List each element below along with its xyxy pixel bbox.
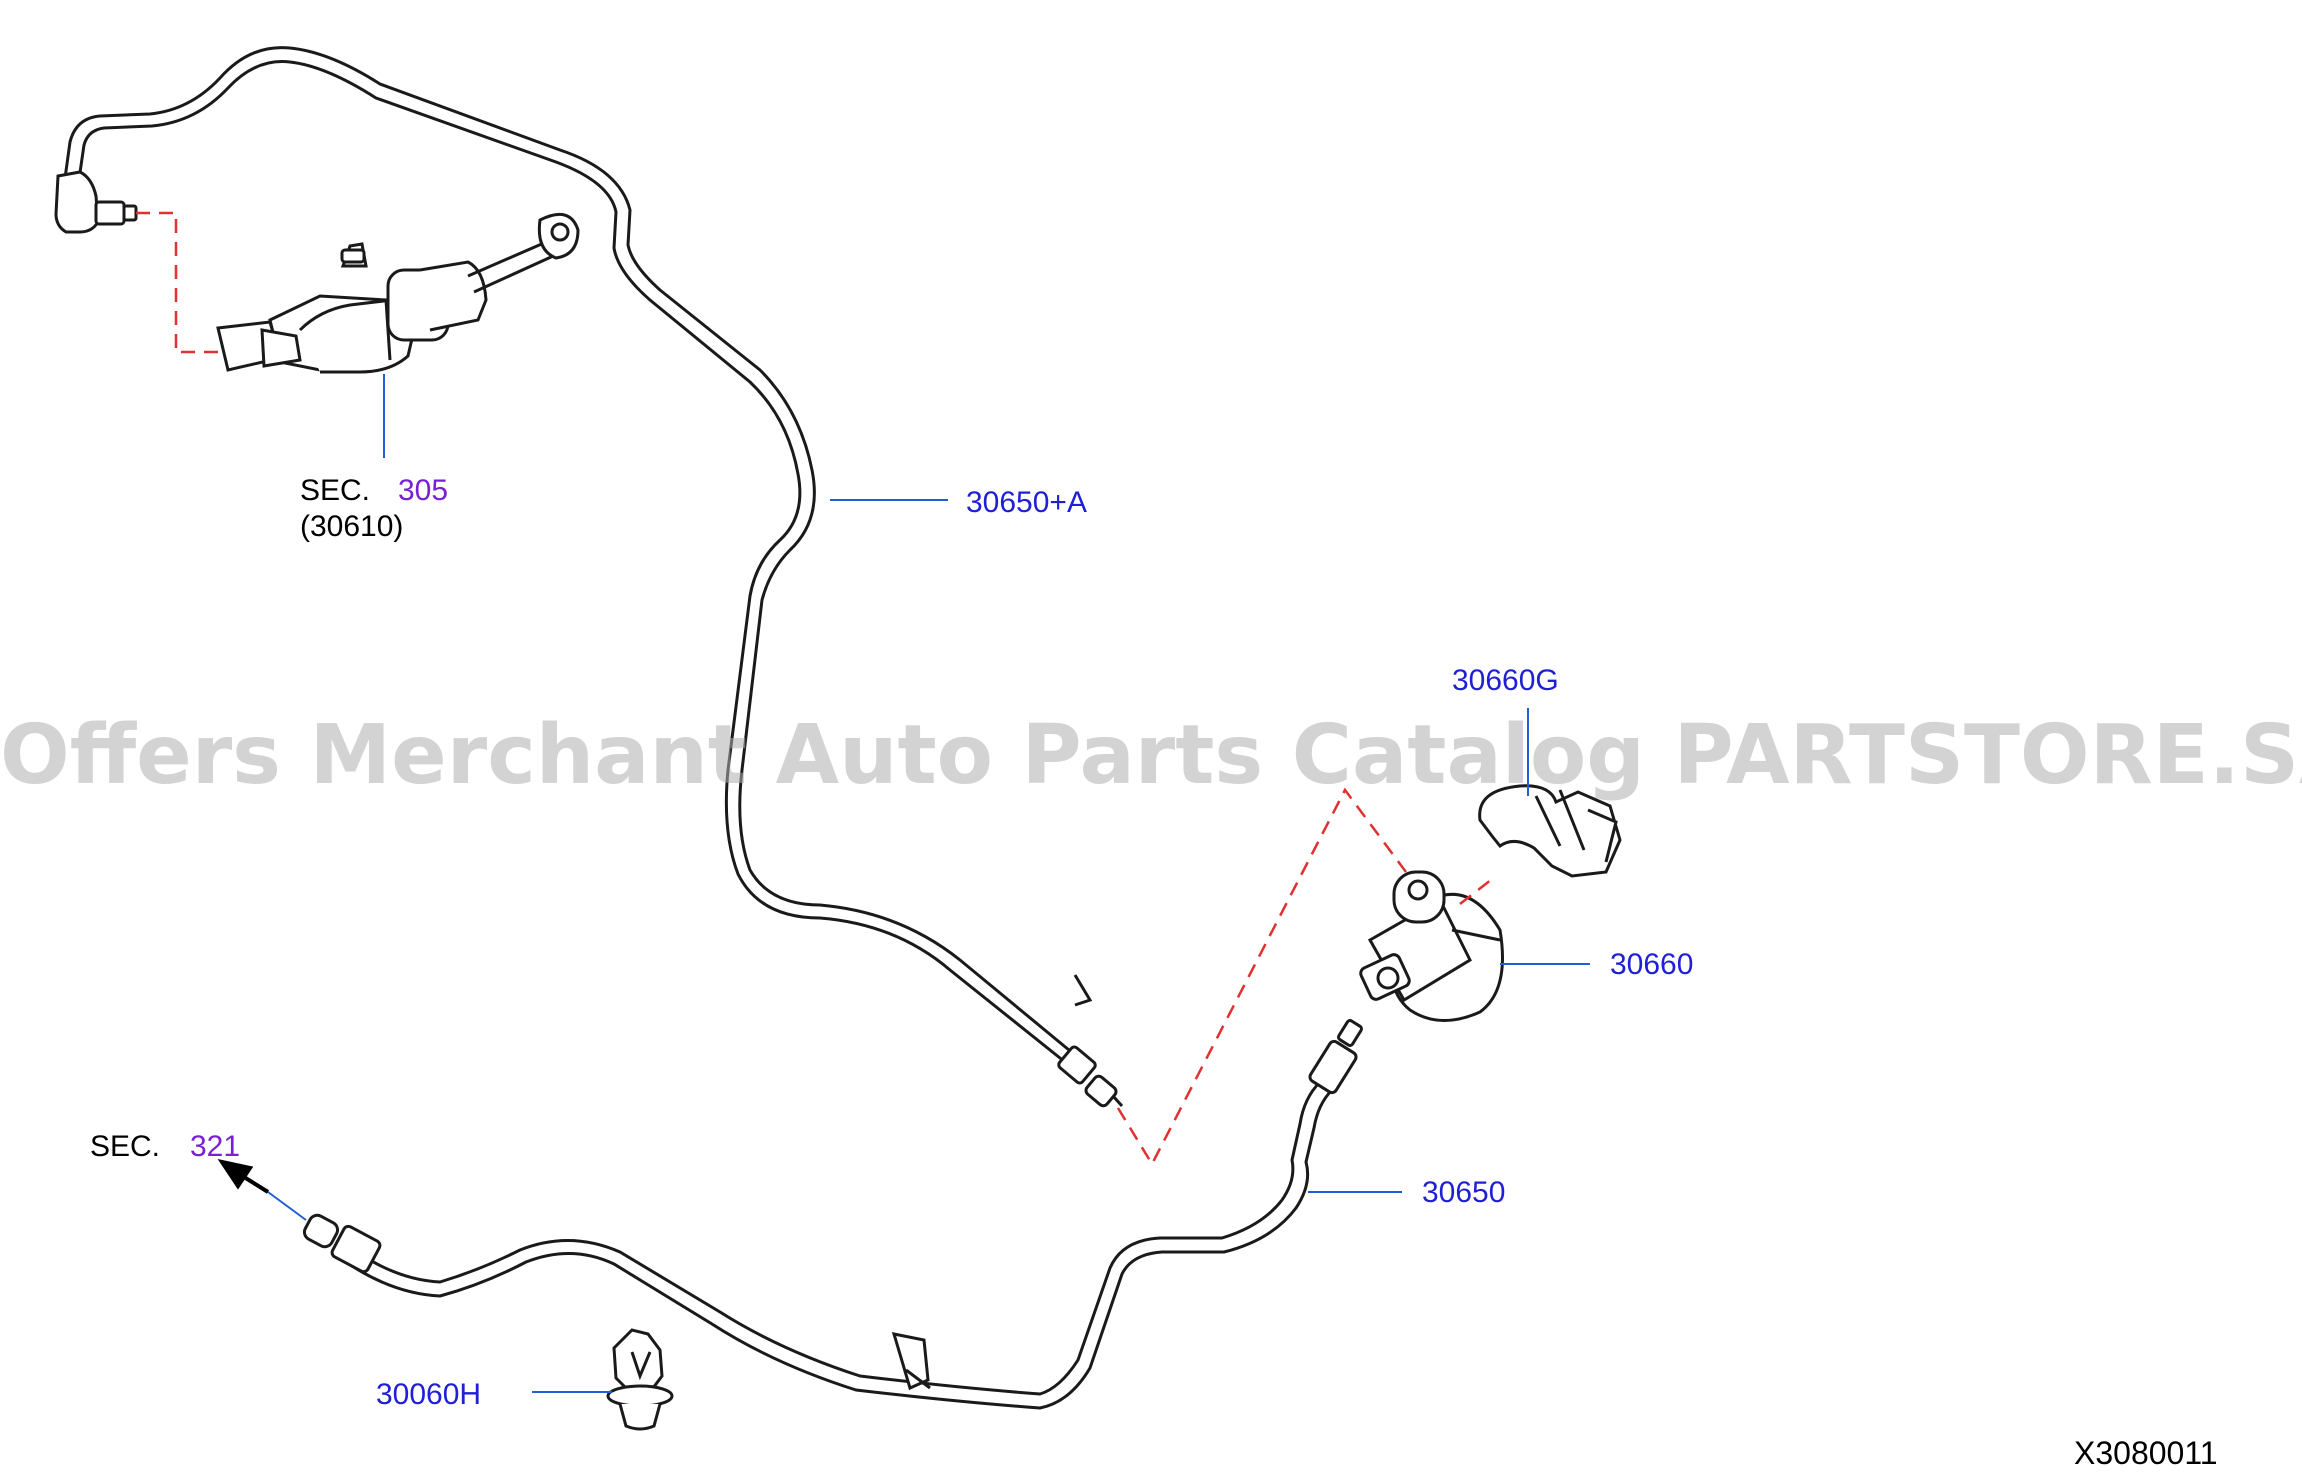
sec-305-link[interactable]: 305 (398, 474, 449, 507)
part-label-30660g[interactable]: 30660G (1452, 664, 1559, 697)
watermark: Offers Merchant Auto Parts Catalog PARTS… (0, 708, 2302, 803)
tube-30650a-upper-elbow (54, 170, 138, 234)
part-label-30060h[interactable]: 30060H (376, 1378, 482, 1411)
diagram-code: X3080011 (2074, 1435, 2218, 1471)
clip-30660g (1478, 784, 1622, 878)
sec-305-prefix: SEC. (300, 474, 371, 507)
tube-30650-fittings (302, 1019, 1363, 1391)
dashed-assembly-guides (136, 211, 1497, 1167)
leader-lines (267, 374, 1590, 1393)
sec-321-arrow (217, 1159, 270, 1194)
sec-305-subref: (30610) (300, 510, 404, 543)
part-label-30650a[interactable]: 30650+A (966, 486, 1087, 519)
part-label-30650[interactable]: 30650 (1422, 1176, 1506, 1209)
clutch-damper-30660 (1359, 870, 1504, 1022)
part-label-30660[interactable]: 30660 (1610, 948, 1694, 981)
clip-30060h (606, 1328, 674, 1431)
tube-30650a-lower-fitting (1057, 974, 1124, 1108)
tube-30650a (60, 46, 1076, 1064)
tube-30650 (351, 1080, 1334, 1410)
sec-321-link[interactable]: 321 (190, 1130, 241, 1163)
sec-321-prefix: SEC. (90, 1130, 161, 1163)
master-cylinder (216, 212, 580, 374)
